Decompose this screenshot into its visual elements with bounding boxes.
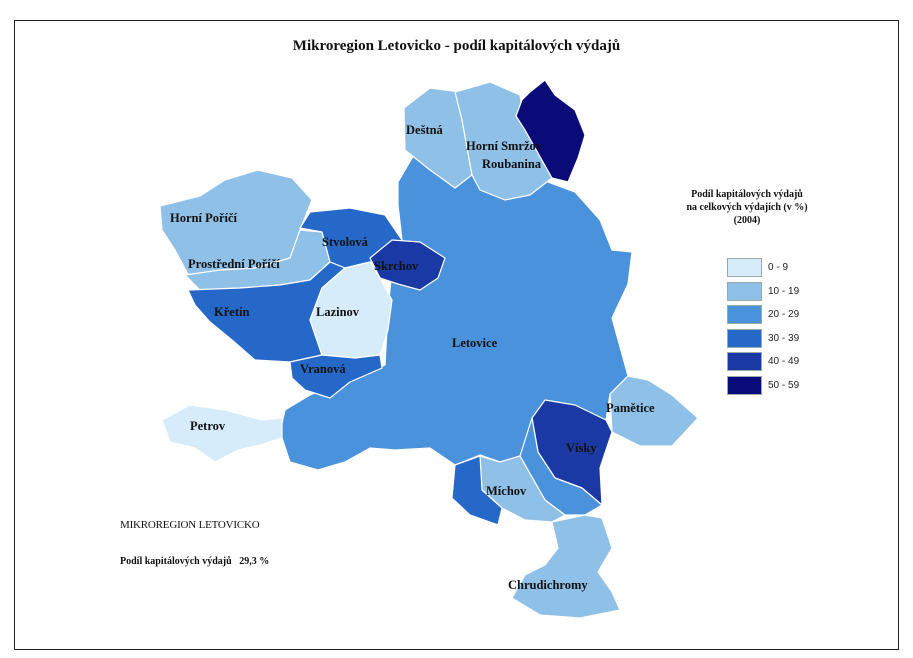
region-horni-smrzov-roubanina[interactable] — [454, 81, 553, 201]
legend-item: 0 - 9 — [727, 256, 799, 280]
region-ne-dark[interactable] — [515, 79, 586, 183]
legend-item: 20 - 29 — [727, 303, 799, 327]
legend-label: 30 - 39 — [768, 332, 800, 344]
legend-label: 50 - 59 — [768, 379, 800, 391]
summary-stat-label: Podíl kapitálových výdajů — [120, 556, 232, 567]
region-petrov[interactable] — [161, 404, 283, 463]
region-lazinov[interactable] — [309, 261, 393, 359]
label-visky: Vísky — [566, 441, 597, 455]
legend-item: 30 - 39 — [727, 327, 799, 351]
label-destna: Deštná — [406, 123, 444, 137]
label-lazinov: Lazinov — [316, 305, 360, 319]
legend-item: 50 - 59 — [727, 374, 799, 398]
legend-item: 10 - 19 — [727, 280, 799, 304]
legend-item: 40 - 49 — [727, 350, 799, 374]
legend-swatch — [727, 281, 762, 301]
label-pametice: Pamětice — [606, 401, 655, 415]
legend: 0 - 9 10 - 19 20 - 29 30 - 39 40 - 49 50… — [727, 256, 799, 397]
region-pametice[interactable] — [609, 375, 699, 447]
legend-title: Podíl kapitálových výdajů na celkových v… — [680, 188, 814, 227]
legend-swatch — [727, 328, 762, 348]
legend-title-line-2: na celkových výdajích (v %) — [686, 202, 808, 213]
region-south-small[interactable] — [451, 455, 503, 526]
region-vranova[interactable] — [289, 354, 383, 399]
legend-title-line-1: Podíl kapitálových výdajů — [691, 189, 803, 200]
label-kretin: Křetín — [214, 305, 249, 319]
label-vranova: Vranová — [300, 362, 346, 376]
legend-swatch — [727, 258, 762, 278]
region-chrudichromy[interactable] — [511, 514, 621, 619]
summary-stat-value: 29,3 % — [239, 556, 270, 567]
legend-swatch — [727, 352, 762, 372]
legend-swatch — [727, 375, 762, 395]
label-michov: Míchov — [486, 484, 527, 498]
label-stvolova: Stvolová — [322, 235, 369, 249]
legend-label: 40 - 49 — [768, 356, 800, 368]
legend-label: 0 - 9 — [768, 262, 789, 274]
label-chrudichromy: Chrudichromy — [508, 578, 588, 592]
legend-label: 10 - 19 — [768, 285, 800, 297]
summary-stat: Podíl kapitálových výdajů 29,3 % — [120, 556, 269, 567]
label-skrchov: Skrchov — [374, 259, 419, 273]
legend-label: 20 - 29 — [768, 309, 800, 321]
label-petrov: Petrov — [190, 419, 226, 433]
legend-swatch — [727, 305, 762, 325]
summary-title: MIKROREGION LETOVICKO — [120, 519, 260, 531]
label-horni-smrzov: Horní Smržov — [466, 139, 543, 153]
label-horni-porici: Horní Poříčí — [170, 211, 238, 225]
region-skrchov[interactable] — [369, 239, 446, 291]
legend-title-line-3: (2004) — [733, 215, 761, 226]
map-title: Mikroregion Letovicko - podíl kapitálový… — [292, 38, 621, 54]
label-letovice: Letovice — [452, 336, 498, 350]
label-prostredni-porici: Prostřední Poříčí — [188, 257, 280, 271]
label-roubanina: Roubanina — [482, 157, 542, 171]
